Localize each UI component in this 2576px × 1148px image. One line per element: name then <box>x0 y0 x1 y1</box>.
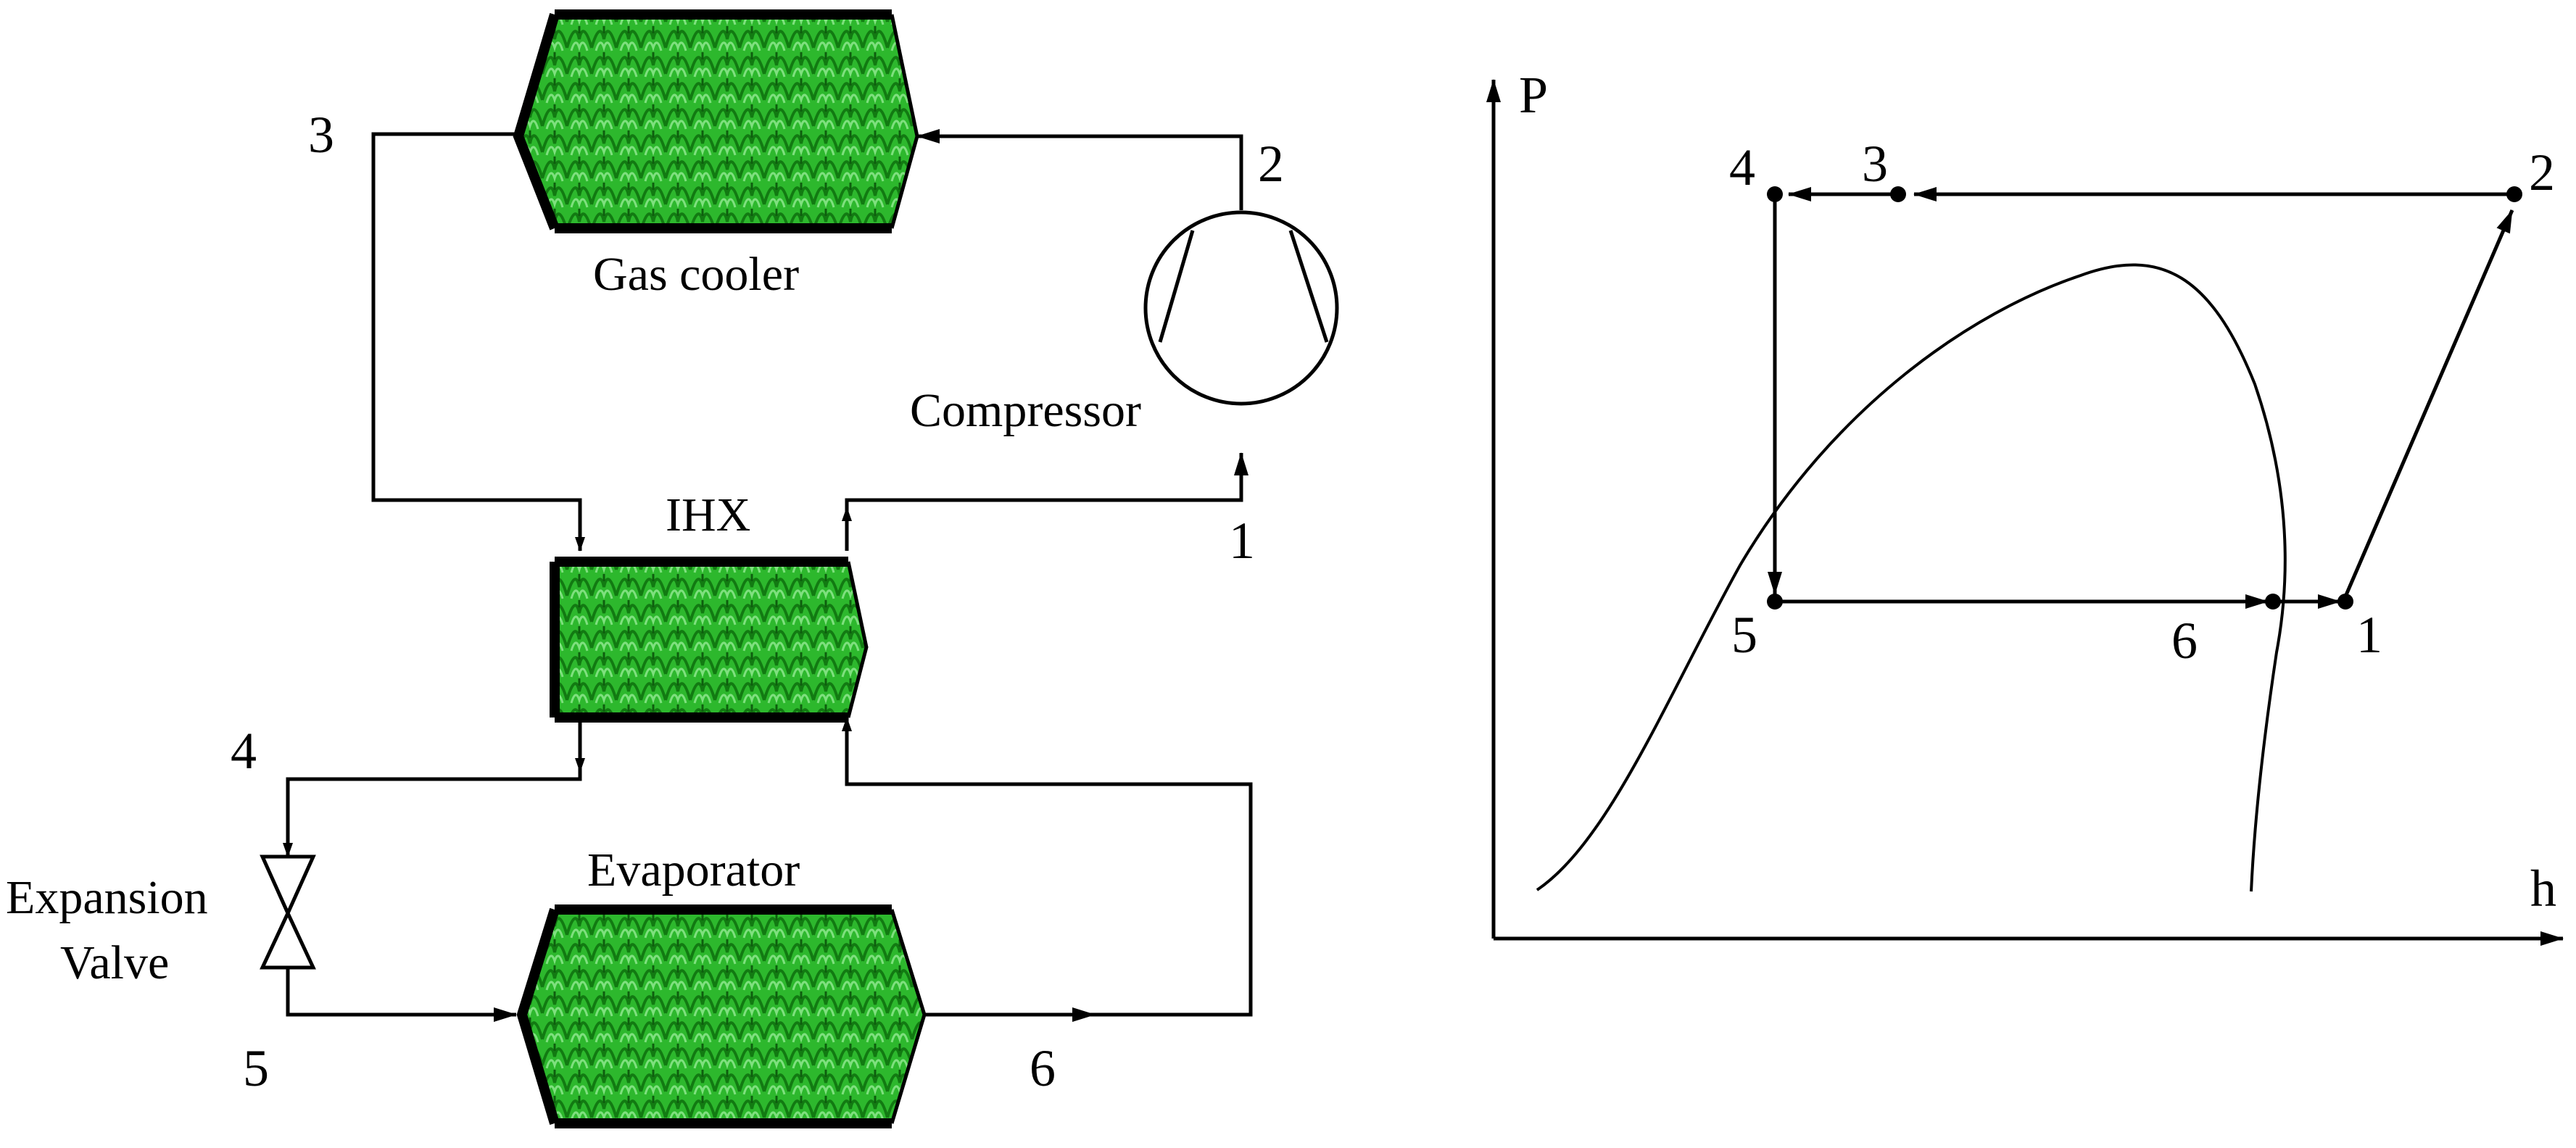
ph-dot-3 <box>1890 186 1906 202</box>
schematic-point-5: 5 <box>243 1039 269 1097</box>
ph-point-6: 6 <box>2171 612 2198 670</box>
ihx-coil <box>555 562 866 718</box>
ihx-label: IHX <box>666 488 750 541</box>
compressor-label: Compressor <box>910 384 1141 437</box>
gas-cooler-coil <box>518 14 917 228</box>
compressor-blade-right <box>1288 230 1329 343</box>
schematic-point-2: 2 <box>1258 135 1284 193</box>
pipe-ihx-to-valve <box>283 718 582 857</box>
compressor-body <box>1143 210 1339 406</box>
evaporator-coil <box>522 910 924 1123</box>
pipe-gascooler-to-ihx <box>371 132 585 552</box>
expansion-valve <box>260 854 316 970</box>
expansion-valve-label-line1: Expansion <box>6 871 208 924</box>
ph-point-1: 1 <box>2356 606 2382 664</box>
ph-dot-6 <box>2265 594 2281 610</box>
schematic-point-1: 1 <box>1229 512 1255 570</box>
ph-point-2: 2 <box>2529 144 2555 201</box>
pipe-evaporator-to-ihx <box>842 717 1253 1017</box>
ph-point-4: 4 <box>1729 138 1755 196</box>
gas-cooler-label: Gas cooler <box>593 248 799 301</box>
schematic-point-6: 6 <box>1030 1039 1056 1097</box>
valve-lower-triangle <box>260 909 316 970</box>
p-axis-label: P <box>1519 66 1548 124</box>
ph-point-5: 5 <box>1731 606 1757 664</box>
ihx-right-edge <box>846 561 869 718</box>
pipe-valve-to-evaporator <box>286 968 517 1022</box>
evaporator-left-edge <box>516 907 560 1126</box>
schematic-point-4: 4 <box>231 722 257 780</box>
process-1-2 <box>2341 209 2514 602</box>
evaporator <box>516 904 927 1128</box>
schematic: Gas cooler Compressor IHX Evaporator Exp… <box>6 9 1339 1128</box>
ph-dot-2 <box>2506 186 2522 202</box>
pipe-ihx-to-compressor <box>845 452 1248 551</box>
schematic-point-3: 3 <box>308 106 334 164</box>
h-axis-label: h <box>2530 860 2556 918</box>
gas-cooler <box>513 9 919 233</box>
evaporator-right-edge <box>890 909 927 1124</box>
pipe-compressor-to-gascooler <box>916 129 1243 210</box>
compressor <box>1143 210 1339 406</box>
ph-point-3: 3 <box>1862 135 1888 193</box>
ph-dot-4 <box>1767 186 1783 202</box>
gas-cooler-left-edge <box>513 13 560 230</box>
gas-cooler-right-edge <box>890 14 919 229</box>
ph-dot-5 <box>1767 594 1783 610</box>
ph-diagram: P h 1 2 3 4 5 6 <box>1486 66 2564 946</box>
valve-upper-triangle <box>260 854 316 918</box>
saturation-dome <box>1536 263 2287 892</box>
expansion-valve-label-line2: Valve <box>60 936 169 989</box>
ihx <box>550 557 869 723</box>
compressor-blade-left <box>1158 230 1195 343</box>
ph-dot-1 <box>2337 594 2353 610</box>
evaporator-label: Evaporator <box>587 844 800 897</box>
piping <box>283 129 1253 1022</box>
